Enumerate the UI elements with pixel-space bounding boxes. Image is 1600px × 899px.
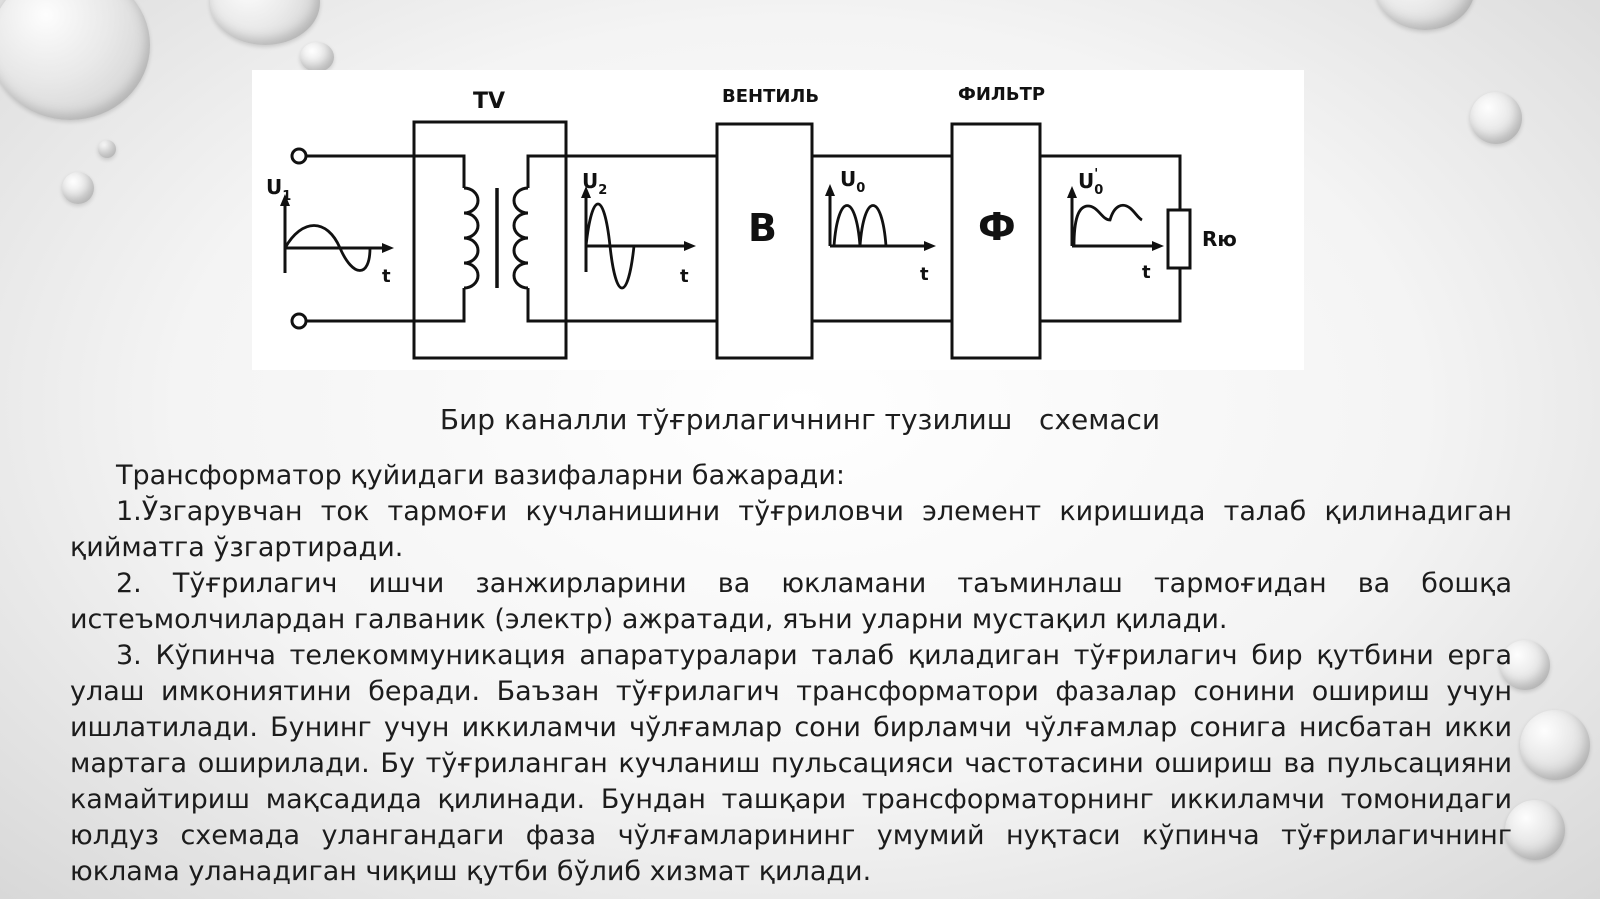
- water-drop-decoration: [62, 172, 94, 204]
- block-symbol-filter: Ф: [978, 205, 1016, 249]
- secondary-coil: [512, 186, 529, 290]
- signal-label-u0-prime: U'0: [1078, 167, 1103, 198]
- block-header-ventil: ВЕНТИЛЬ: [722, 86, 819, 107]
- input-terminal-bottom: [290, 312, 308, 330]
- waveform-u0-filtered: [1072, 203, 1143, 247]
- diagram-svg: TV ВЕНТИЛЬ ФИЛЬТР В Ф U1 t U2 t U0 t U'0…: [266, 84, 1237, 360]
- wire-load-top: [1040, 154, 1182, 210]
- figure-caption: Бир каналли тўғрилагичнинг тузилиш схема…: [439, 403, 1161, 436]
- ventil-box: [715, 122, 814, 360]
- wire-primary-bottom: [306, 290, 466, 323]
- signal-label-u2: U2: [582, 169, 607, 198]
- signal-label-u0: U0: [840, 167, 865, 196]
- load-label: Rю: [1202, 227, 1237, 251]
- primary-coil: [463, 186, 480, 290]
- axis-label-t: t: [680, 266, 689, 287]
- tv-box: [412, 120, 568, 360]
- body-text: Трансформатор қуйидаги вазифаларни бажар…: [70, 458, 1512, 890]
- rectifier-block-diagram: TV ВЕНТИЛЬ ФИЛЬТР В Ф U1 t U2 t U0 t U'0…: [252, 70, 1304, 370]
- block-header-tv: TV: [473, 89, 505, 114]
- block-symbol-ventil: В: [748, 206, 777, 250]
- load-resistor: [1166, 208, 1192, 270]
- input-terminal-top: [290, 147, 308, 165]
- wire-secondary-top: [526, 154, 717, 188]
- waveform-u2: [584, 202, 636, 290]
- water-drop-decoration: [1520, 710, 1590, 780]
- axis-label-t: t: [1142, 262, 1151, 283]
- axis-label-t: t: [920, 264, 929, 285]
- waveform-u0: [832, 204, 888, 247]
- waveform-u1: [283, 224, 372, 272]
- wire-load-bottom: [1040, 268, 1182, 323]
- signal-label-u1: U1: [266, 175, 291, 204]
- paragraph-item-2: 2. Тўғрилагич ишчи занжирларини ва юклам…: [70, 568, 1512, 635]
- water-drop-decoration: [300, 42, 334, 72]
- filter-box: [950, 122, 1042, 360]
- block-header-filter: ФИЛЬТР: [958, 84, 1045, 105]
- axis-label-t: t: [382, 266, 391, 287]
- paragraph-item-3: 3. Кўпинча телекоммуникация апаратуралар…: [70, 640, 1512, 887]
- water-drop-decoration: [1375, 0, 1475, 30]
- water-drop-decoration: [1505, 800, 1565, 860]
- water-drop-decoration: [98, 140, 116, 158]
- wire-primary-top: [306, 154, 466, 188]
- water-drop-decoration: [210, 0, 320, 45]
- wire-secondary-bottom: [526, 288, 717, 323]
- water-drop-decoration: [1500, 640, 1550, 690]
- water-drop-decoration: [1470, 92, 1522, 144]
- paragraph-intro: Трансформатор қуйидаги вазифаларни бажар…: [116, 460, 845, 491]
- paragraph-item-1: 1.Ўзгарувчан ток тармоғи кучланишини тўғ…: [70, 496, 1512, 563]
- water-drop-decoration: [0, 0, 150, 120]
